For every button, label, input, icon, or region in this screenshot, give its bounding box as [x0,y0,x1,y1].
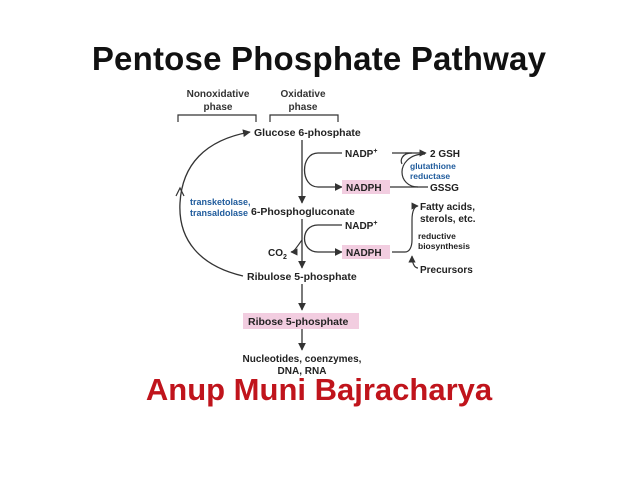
sterols-label: sterols, etc. [420,214,476,225]
slide-title: Pentose Phosphate Pathway [91,40,547,77]
nadp-plus-label-1: NADP+ [345,148,377,160]
nadph-highlight-1 [342,180,390,194]
cycle-mid-arrowhead [175,186,185,197]
oxidative-phase-label: Oxidative [280,89,325,100]
glucose-6-phosphate-label: Glucose 6-phosphate [254,127,361,139]
nadp-plus-label-2: NADP+ [345,220,377,232]
enzyme-label-transaldolase: transaldolase [190,208,248,218]
nadp-loop-2 [303,224,343,256]
nadph-highlight-2 [342,245,390,259]
nonoxidative-phase-label: Nonoxidative [187,89,250,100]
glutathione-cycle [401,153,426,188]
phosphogluconate-label: 6-Phosphogluconate [251,206,355,218]
reductive-biosynthesis-label: reductive [418,231,456,241]
author-name: Anup Muni Bajracharya [145,372,493,407]
products-label: Nucleotides, coenzymes, [243,354,362,365]
ribulose-5-phosphate-label: Ribulose 5-phosphate [247,271,357,283]
nadph-label-1: NADPH [346,183,382,194]
glutathione-reductase-label: glutathione [410,161,456,171]
ribose-5-phosphate-highlight [243,313,359,329]
co2-label: CO2 [268,248,287,261]
fatty-acids-label: Fatty acids, [420,202,475,213]
oxidative-bracket [269,114,339,122]
precursors-label: Precursors [420,265,473,276]
nonoxidative-bracket [177,114,257,122]
gssg-label: GSSG [430,183,459,194]
ribose-5-phosphate-label: Ribose 5-phosphate [248,316,349,328]
nonoxidative-phase-label-2: phase [204,102,233,113]
reductive-biosynthesis-label-2: biosynthesis [418,241,470,251]
co2-arrow [290,239,303,256]
precursors-arrow [408,255,419,269]
products-label-2: DNA, RNA [278,366,327,377]
nonoxidative-cycle-arrow [179,129,251,277]
glutathione-reductase-label-2: reductase [410,171,450,181]
gsh-label: 2 GSH [430,149,460,160]
oxidative-phase-label-2: phase [289,102,318,113]
nadph-label-2: NADPH [346,248,382,259]
reductive-biosynthesis-bracket [392,202,419,253]
enzyme-label-transketolase: transketolase, [190,197,251,207]
nadp-loop-1 [304,152,343,191]
